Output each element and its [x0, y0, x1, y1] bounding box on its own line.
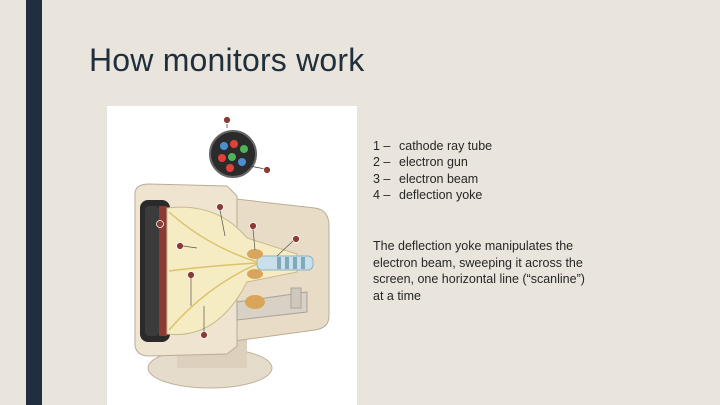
callout-marker-2	[176, 242, 184, 250]
legend-number: 1 –	[373, 139, 391, 153]
callout-marker-8	[187, 271, 195, 279]
callout-marker-9	[156, 220, 164, 228]
callout-marker-3	[292, 235, 300, 243]
legend-item: 1 – cathode ray tube	[373, 138, 492, 154]
component-legend: 1 – cathode ray tube 2 – electron gun 3 …	[373, 138, 492, 204]
description-paragraph: The deflection yoke manipulates the elec…	[373, 239, 585, 303]
crt-diagram	[107, 106, 357, 405]
legend-label: deflection yoke	[399, 188, 483, 203]
callout-marker-1	[200, 331, 208, 339]
callout-marker-5	[216, 203, 224, 211]
legend-number: 3 –	[373, 171, 391, 186]
legend-label: electron gun	[399, 155, 468, 170]
legend-number: 2 –	[373, 155, 391, 170]
slide-title: How monitors work	[89, 42, 365, 78]
accent-bar	[26, 0, 42, 405]
callout-marker-6	[223, 116, 231, 124]
legend-item: 2 – electron gun	[373, 154, 492, 170]
legend-label: electron beam	[399, 171, 479, 186]
callout-marker-7	[263, 166, 271, 174]
legend-item: 4 – deflection yoke	[373, 187, 492, 203]
legend-item: 3 – electron beam	[373, 171, 492, 187]
callout-marker-4	[249, 222, 257, 230]
legend-label: cathode ray tube	[399, 139, 493, 153]
legend-number: 4 –	[373, 188, 391, 203]
